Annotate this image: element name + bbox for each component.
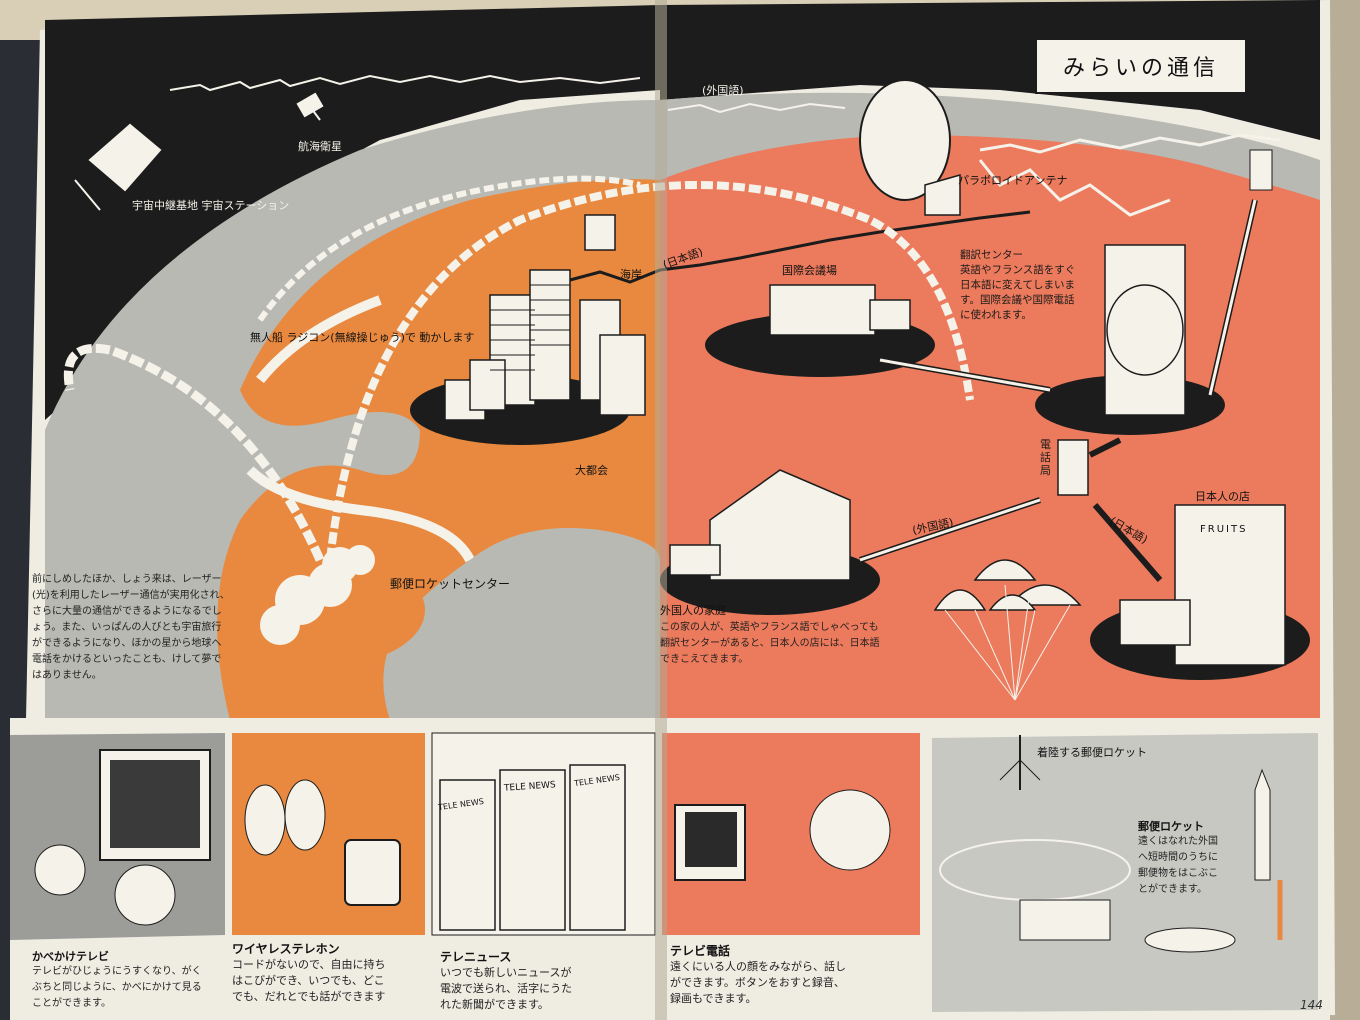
panel-text: コードがないので、自由に持ち はこびができ、いつでも、どこ でも、だれとでも話が… — [232, 958, 386, 1003]
panel-title: 郵便ロケット — [1138, 820, 1204, 833]
panel-wireless-phone: ワイヤレステレホン コードがないので、自由に持ち はこびができ、いつでも、どこ … — [232, 940, 422, 1005]
translation-note: この家の人が、英語やフランス語でしゃべっても 翻訳センターがあると、日本人の店に… — [660, 622, 880, 665]
panel-title: テレニュース — [440, 950, 512, 964]
translation-center-label: 翻訳センター 英語やフランス語をすぐ 日本語に変えてしまいま す。国際会議や国際… — [960, 249, 1076, 321]
city-label: 大都会 — [575, 464, 608, 477]
panel-text: テレビがひじょうにうすくなり、がく ぶちと同じように、かべにかけて見る ことがで… — [32, 966, 202, 1009]
unmanned-ship-label: 無人船 ラジコン(無線操じゅう)で 動かします — [250, 331, 475, 344]
panel-mail-rocket: 郵便ロケット 遠くはなれた外国 へ短時間のうちに 郵便物をはこぶこ とができます… — [1138, 818, 1248, 898]
laser-paragraph: 前にしめしたほか、しょう来は、レーザー (光)を利用したレーザー通信が実用化され… — [32, 574, 230, 681]
conference-hall-label: 国際会議場 — [782, 264, 837, 277]
coast-label: 海岸 — [620, 268, 642, 281]
fruits-sign: FRUITS — [1200, 524, 1248, 535]
mail-center-label: 郵便ロケットセンター — [390, 577, 511, 591]
foreign-language-label-top: (外国語) — [702, 84, 744, 97]
title-box: みらいの通信 — [1035, 38, 1247, 94]
panel-text: 遠くはなれた外国 へ短時間のうちに 郵便物をはこぶこ とができます。 — [1138, 836, 1218, 895]
panel-wall-tv: かべかけテレビ テレビがひじょうにうすくなり、がく ぶちと同じように、かべにかけ… — [32, 948, 222, 1012]
japanese-shop-label: 日本人の店 — [1195, 490, 1250, 503]
page-title: みらいの通信 — [1062, 56, 1219, 81]
panel-title: かべかけテレビ — [32, 950, 109, 963]
page-number: 144 — [1300, 998, 1323, 1012]
nav-satellite-label: 航海衛星 — [298, 140, 342, 153]
station-label: 宇宙中継基地 宇宙ステーション — [132, 199, 290, 212]
foreign-home-label: 外国人の家庭 — [660, 604, 726, 617]
panel-telenews: テレニュース いつでも新しいニュースが 電波で送られ、活字にうた れた新聞ができ… — [440, 948, 640, 1013]
parabola-antenna-label: パラボロイドアンテナ — [958, 174, 1068, 187]
landing-rocket-label: 着陸する郵便ロケット — [1037, 746, 1147, 759]
panel-text: いつでも新しいニュースが 電波で送られ、活字にうた れた新聞ができます。 — [440, 966, 573, 1011]
phone-office-label: 電 話 局 — [1040, 438, 1051, 477]
panel-text: 遠くにいる人の顔をみながら、話し ができます。ボタンをおすと録音、 録画もできま… — [670, 960, 846, 1005]
panel-video-phone: テレビ電話 遠くにいる人の顔をみながら、話し ができます。ボタンをおすと録音、 … — [670, 942, 900, 1007]
panel-title: ワイヤレステレホン — [232, 942, 340, 956]
panel-title: テレビ電話 — [670, 944, 731, 958]
